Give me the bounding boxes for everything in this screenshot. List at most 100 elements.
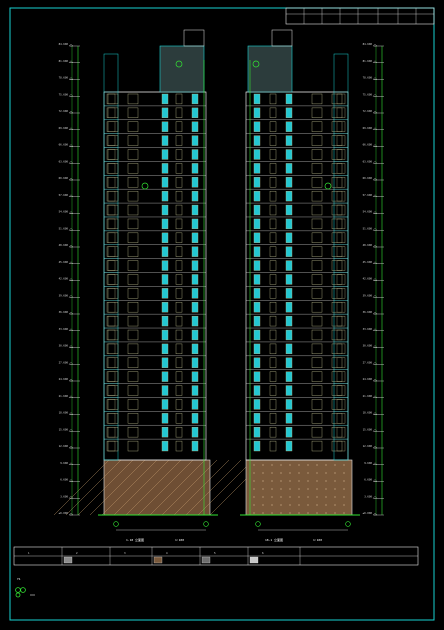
level-label: 84.600 [363,42,373,46]
level-label: 21.600 [59,394,69,398]
wing-window [106,315,116,327]
window [311,204,323,216]
window [175,246,183,257]
window [127,274,139,285]
window [127,93,139,105]
podium-hatch [65,459,122,516]
window [161,107,169,118]
window [127,385,139,396]
window [127,288,139,299]
wing-window [336,371,346,382]
window [127,135,139,146]
podium-hatch [77,459,134,516]
podium-hatch [137,459,194,516]
window [269,440,277,452]
podium-dot [253,496,255,498]
window [269,107,277,118]
podium-dot [334,504,336,506]
level-label: 15.600 [363,427,373,431]
legend-swatch-3 [249,556,259,564]
window [161,232,169,243]
window [285,399,293,410]
legend-code: 5 [214,551,216,555]
podium-dot [307,496,309,498]
legend-swatch-0 [63,556,73,564]
podium-hatch [185,459,242,516]
level-label: 3.600 [60,494,68,498]
window [311,315,323,327]
window [269,399,277,410]
window [191,260,199,271]
level-label: 63.600 [59,159,69,163]
level-label: 51.600 [59,226,69,230]
window [175,343,183,355]
podium-base [245,459,353,516]
wing-window [106,440,116,452]
window [191,274,199,285]
window [269,190,277,202]
window [269,302,277,313]
window [311,288,323,299]
level-label: 15.600 [59,427,69,431]
window [285,440,293,452]
podium-dot [343,472,345,474]
level-triangle [68,144,74,147]
wing-window [106,385,116,396]
facade-note-bubble [324,182,332,190]
elevation-title-left: 1-18 立面图 1:100 [126,537,184,542]
podium-dot [289,504,291,506]
window [269,218,277,230]
drawing-frame [9,7,435,621]
level-label: 39.600 [59,293,69,297]
level-triangle [372,144,378,147]
window [285,357,293,368]
level-label: 75.600 [363,92,373,96]
window [311,440,323,452]
level-triangle [68,429,74,432]
podium-dot [343,496,345,498]
podium-dot [325,512,327,514]
window [269,163,277,174]
elevation-left-scale: 1:100 [175,538,184,542]
level-triangle [372,429,378,432]
level-triangle [372,161,378,164]
podium-dot [334,496,336,498]
level-triangle [372,228,378,231]
window [191,135,199,146]
level-triangle [372,110,378,114]
window [269,288,277,299]
window [285,288,293,299]
window [161,371,169,382]
level-label: 63.600 [363,159,373,163]
level-label: 57.600 [59,193,69,197]
window [161,399,169,410]
window [311,302,323,313]
window [311,329,323,341]
level-column-right: 84.60081.60078.60075.60072.60069.60066.6… [363,42,384,515]
podium-dot [343,480,345,482]
window [191,413,199,424]
podium-dot [316,464,318,466]
window [253,413,261,424]
podium-dot [316,488,318,490]
wing-window [336,191,346,202]
level-label: 27.600 [363,360,373,364]
level-label: 48.600 [363,243,373,247]
level-triangle [372,77,378,80]
level-triangle [372,311,378,315]
window [269,177,277,188]
window [311,371,323,382]
level-label: 36.600 [59,310,69,314]
podium-dot [289,496,291,498]
window [285,190,293,202]
podium-dot [325,488,327,490]
window [311,274,323,285]
level-triangle [372,496,378,499]
level-label: 33.600 [59,327,69,331]
podium-dot [334,512,336,514]
podium-dot [280,488,282,490]
window [161,246,169,257]
podium-dot [298,472,300,474]
level-label: 21.600 [363,394,373,398]
